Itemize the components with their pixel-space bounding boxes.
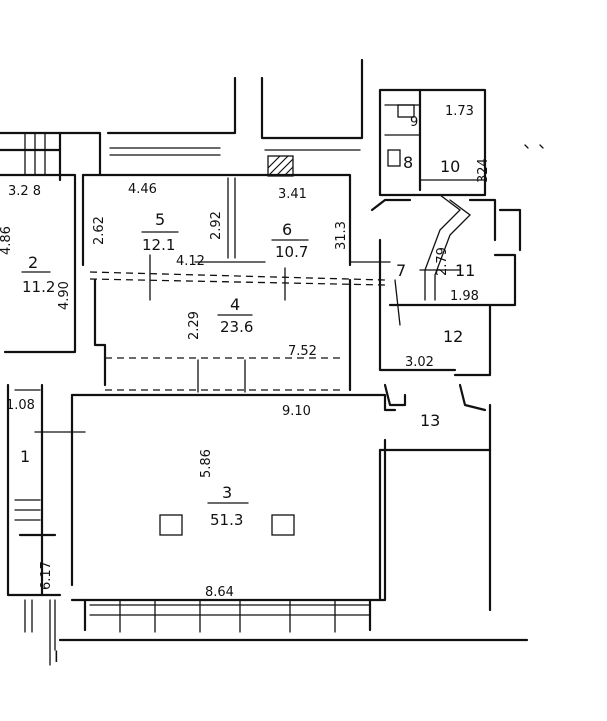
room-1-dim-width: 1.08 <box>6 398 35 413</box>
room-1: 1.08 1 6.17 <box>6 398 54 590</box>
room-5-dim-mid: 2.92 <box>209 211 224 240</box>
room-6: 3.41 6 10.7 31.3 <box>271 187 349 261</box>
room-5: 4.46 2.62 5 12.1 2.92 4.12 <box>92 182 224 269</box>
room-3-number: 3 <box>222 483 232 502</box>
room-1-number: 1 <box>20 447 30 466</box>
room-4-dim-width: 7.52 <box>288 344 317 359</box>
room-3: 9.10 5.86 3 51.3 8.64 <box>199 404 311 600</box>
room-12-number: 12 <box>443 327 463 346</box>
room-5-area: 12.1 <box>142 236 175 254</box>
room-10-dim-side: 324 <box>476 158 491 183</box>
room-4-dim-height: 2.29 <box>187 311 202 340</box>
room-11-dim-side: 2.79 <box>435 247 450 276</box>
room-2-number: 2 <box>28 253 38 272</box>
room-6-dim-top: 3.41 <box>278 187 307 202</box>
room-2-dim-left: 4.86 <box>0 226 14 255</box>
room-8: 8 <box>403 153 413 172</box>
room-11: 2.79 11 1.98 <box>435 247 479 304</box>
room-6-area: 10.7 <box>275 243 308 261</box>
room-10-number: 10 <box>440 157 460 176</box>
room-12-dim-bottom: 3.02 <box>405 355 434 370</box>
room-8-number: 8 <box>403 153 413 172</box>
room-3-dim-top: 9.10 <box>282 404 311 419</box>
room-2-dim-top: 3.2 8 <box>8 184 41 199</box>
walls <box>0 58 529 642</box>
room-10: 1.73 10 324 <box>440 104 491 183</box>
details <box>14 104 544 666</box>
room-2: 3.2 8 4.86 2 11.2 4.90 <box>0 184 72 310</box>
room-7-number: 7 <box>396 261 406 280</box>
room-5-dim-left: 2.62 <box>92 216 107 245</box>
room-13: 13 <box>420 411 440 430</box>
room-3-dim-bottom: 8.64 <box>205 585 234 600</box>
section-mark: I <box>54 647 59 666</box>
room-4-area: 23.6 <box>220 318 253 336</box>
room-9: 9 <box>410 115 418 130</box>
room-10-dim-top: 1.73 <box>445 104 474 119</box>
room-5-dim-bottom: 4.12 <box>176 254 205 269</box>
room-9-number: 9 <box>410 115 418 130</box>
room-13-number: 13 <box>420 411 440 430</box>
room-1-dim-length: 6.17 <box>39 561 54 590</box>
room-12: 12 3.02 <box>405 327 463 370</box>
room-6-dim-right: 31.3 <box>334 221 349 250</box>
room-7: 7 <box>396 261 406 280</box>
room-3-dim-height: 5.86 <box>199 449 214 478</box>
room-4: 2.29 4 23.6 7.52 <box>187 295 317 359</box>
room-2-dim-right: 4.90 <box>57 281 72 310</box>
room-4-number: 4 <box>230 295 240 314</box>
room-11-dim-bottom: 1.98 <box>450 289 479 304</box>
room-5-dim-top: 4.46 <box>128 182 157 197</box>
room-3-area: 51.3 <box>210 511 243 529</box>
room-6-number: 6 <box>282 220 292 239</box>
room-5-number: 5 <box>155 210 165 229</box>
room-11-number: 11 <box>455 261 475 280</box>
room-2-area: 11.2 <box>22 278 55 296</box>
